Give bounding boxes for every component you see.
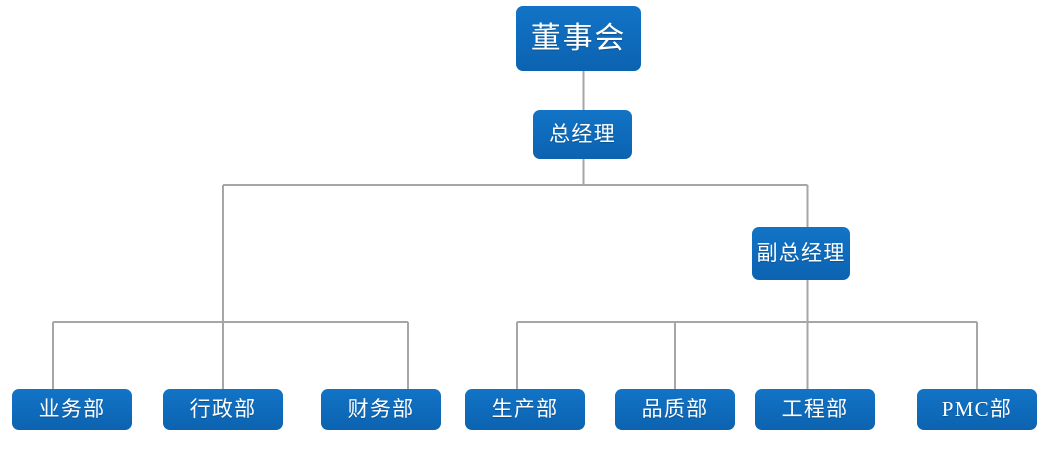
node-label-quality-dept: 品质部 — [641, 397, 709, 421]
node-label-board: 董事会 — [530, 21, 627, 55]
node-label-production-dept: 生产部 — [491, 397, 559, 421]
node-engineering-dept[interactable]: 工程部 — [755, 389, 875, 430]
node-sales-dept[interactable]: 业务部 — [12, 389, 132, 430]
node-pmc-dept[interactable]: PMC部 — [917, 389, 1037, 430]
node-admin-dept[interactable]: 行政部 — [163, 389, 283, 430]
node-label-sales-dept: 业务部 — [38, 397, 106, 421]
node-label-engineering-dept: 工程部 — [781, 397, 849, 421]
node-general-manager[interactable]: 总经理 — [533, 110, 632, 159]
node-board[interactable]: 董事会 — [516, 6, 641, 71]
node-production-dept[interactable]: 生产部 — [465, 389, 585, 430]
node-quality-dept[interactable]: 品质部 — [615, 389, 735, 430]
node-finance-dept[interactable]: 财务部 — [321, 389, 441, 430]
node-label-deputy-general-manager: 副总经理 — [756, 241, 846, 265]
connector-group — [52, 71, 978, 389]
node-deputy-general-manager[interactable]: 副总经理 — [752, 227, 850, 280]
node-label-admin-dept: 行政部 — [189, 397, 257, 421]
node-label-finance-dept: 财务部 — [347, 397, 415, 421]
node-label-pmc-dept: PMC部 — [941, 397, 1013, 421]
node-label-general-manager: 总经理 — [549, 122, 616, 146]
